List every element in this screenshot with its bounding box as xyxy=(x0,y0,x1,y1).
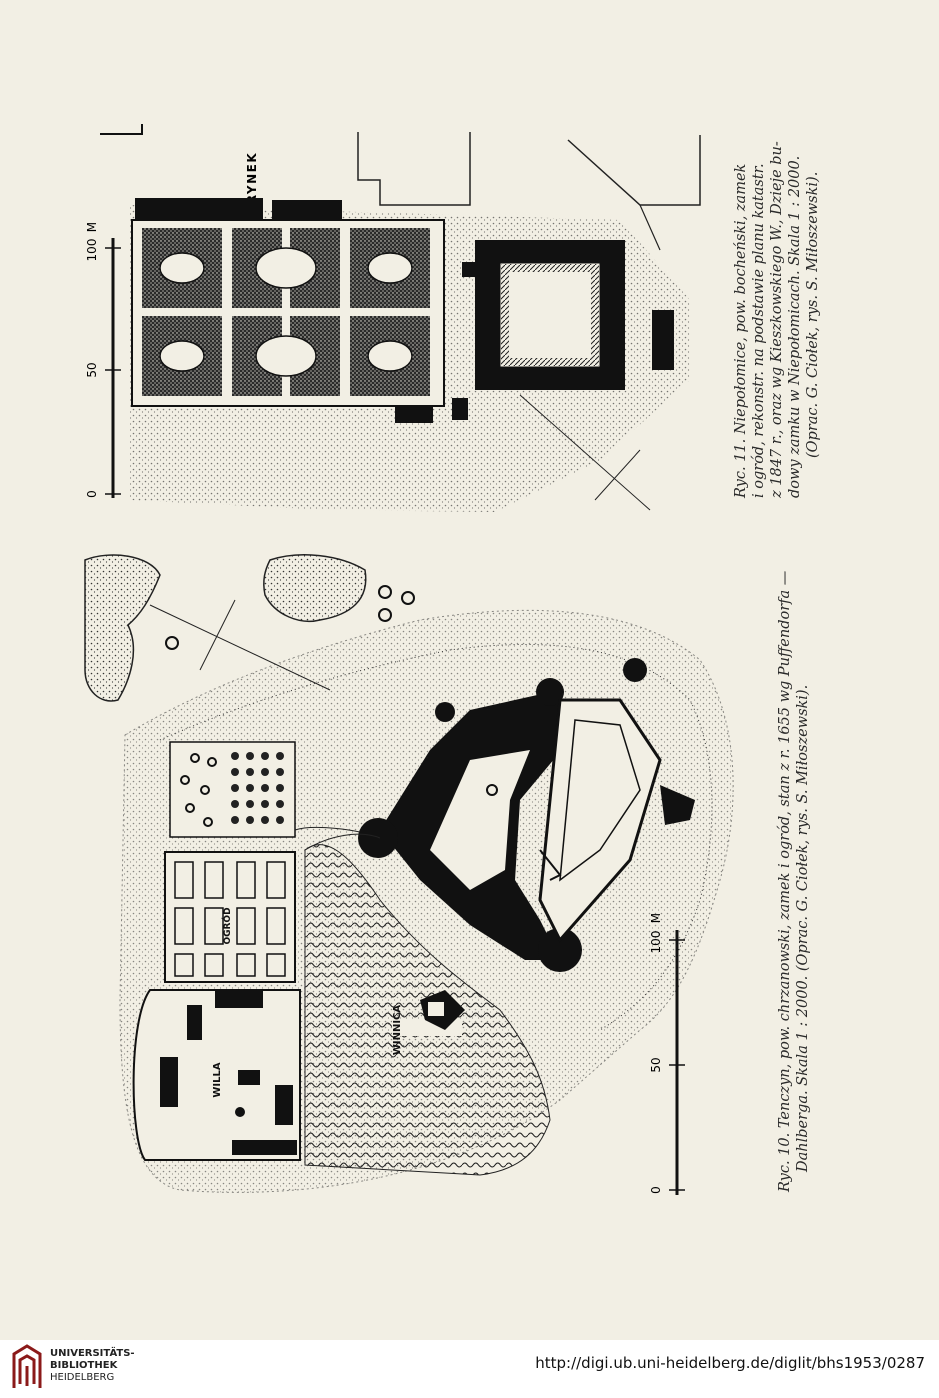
winnica-label: WINNICA xyxy=(392,1005,403,1056)
library-name-line: BIBLIOTHEK xyxy=(50,1360,118,1371)
library-name-line: HEIDELBERG xyxy=(50,1372,115,1383)
figure-10-scale-hundred: 100 xyxy=(649,931,663,954)
figure-10-caption-line: Ryc. 10. Tenczyn, pow. chrzanowski, zame… xyxy=(777,570,793,1192)
figure-11-caption-line: z 1847 r., oraz wg Kieszkowskiego W., Dz… xyxy=(769,141,785,498)
willa-label: WILLA xyxy=(212,1062,223,1097)
figure-10-scale-unit: M xyxy=(649,913,663,923)
library-name-line: UNIVERSITÄTS- xyxy=(50,1348,135,1359)
tenczyn-orchard xyxy=(169,741,296,838)
figure-10-scale-bar: 0 50 100 M xyxy=(649,913,685,1195)
footer-bar: UNIVERSITÄTS- BIBLIOTHEK HEIDELBERG http… xyxy=(0,1340,939,1398)
niepolomice-castle xyxy=(452,240,674,420)
university-library-logo-icon xyxy=(12,1344,42,1388)
tenczyn-villa: WILLA xyxy=(132,989,301,1161)
page-url-link[interactable]: http://digi.ub.uni-heidelberg.de/diglit/… xyxy=(535,1354,925,1372)
figure-11-caption-line: (Oprac. G. Ciołek, rys. S. Miłoszewski). xyxy=(805,171,821,458)
figure-11-scale-unit: M xyxy=(85,222,99,232)
figure-10-caption: Ryc. 10. Tenczyn, pow. chrzanowski, zame… xyxy=(776,571,812,1192)
figure-11-scale-bar: 0 50 100 M xyxy=(85,222,121,498)
figure-11-caption-line: dowy zamku w Niepołomicach. Skala 1 : 20… xyxy=(787,155,803,498)
tenczyn-castle xyxy=(358,658,695,972)
tenczyn-garden: OGRÓD xyxy=(164,851,296,983)
figure-10-caption-line: Dahlberga. Skala 1 : 2000. (Oprac. G. Ci… xyxy=(795,684,811,1172)
figure-10-scale-zero: 0 xyxy=(649,1186,663,1194)
figure-11-scale-fifty: 50 xyxy=(85,362,99,377)
figure-10-scale-fifty: 50 xyxy=(649,1057,663,1072)
niepolomice-garden xyxy=(131,219,445,423)
figure-11-caption-line: i ogród, rekonstr. na podstawie planu ka… xyxy=(751,163,767,498)
figure-10-plan: OGRÓD WILLA WINNICA xyxy=(84,554,734,1195)
figure-11-caption: Ryc. 11. Niepołomice, pow. bocheński, za… xyxy=(732,141,822,498)
figure-11-plan: 0 50 100 M RYNEK xyxy=(85,124,701,512)
ogrod-label: OGRÓD xyxy=(221,907,233,944)
rynek-label: RYNEK xyxy=(245,152,259,204)
figure-11-caption-line: Ryc. 11. Niepołomice, pow. bocheński, za… xyxy=(733,163,749,498)
figure-11-scale-zero: 0 xyxy=(85,490,99,498)
library-name: UNIVERSITÄTS- BIBLIOTHEK HEIDELBERG xyxy=(50,1348,135,1384)
figure-11-scale-hundred: 100 xyxy=(85,239,99,262)
plates-figure: 0 50 100 M RYNEK xyxy=(84,124,734,1195)
